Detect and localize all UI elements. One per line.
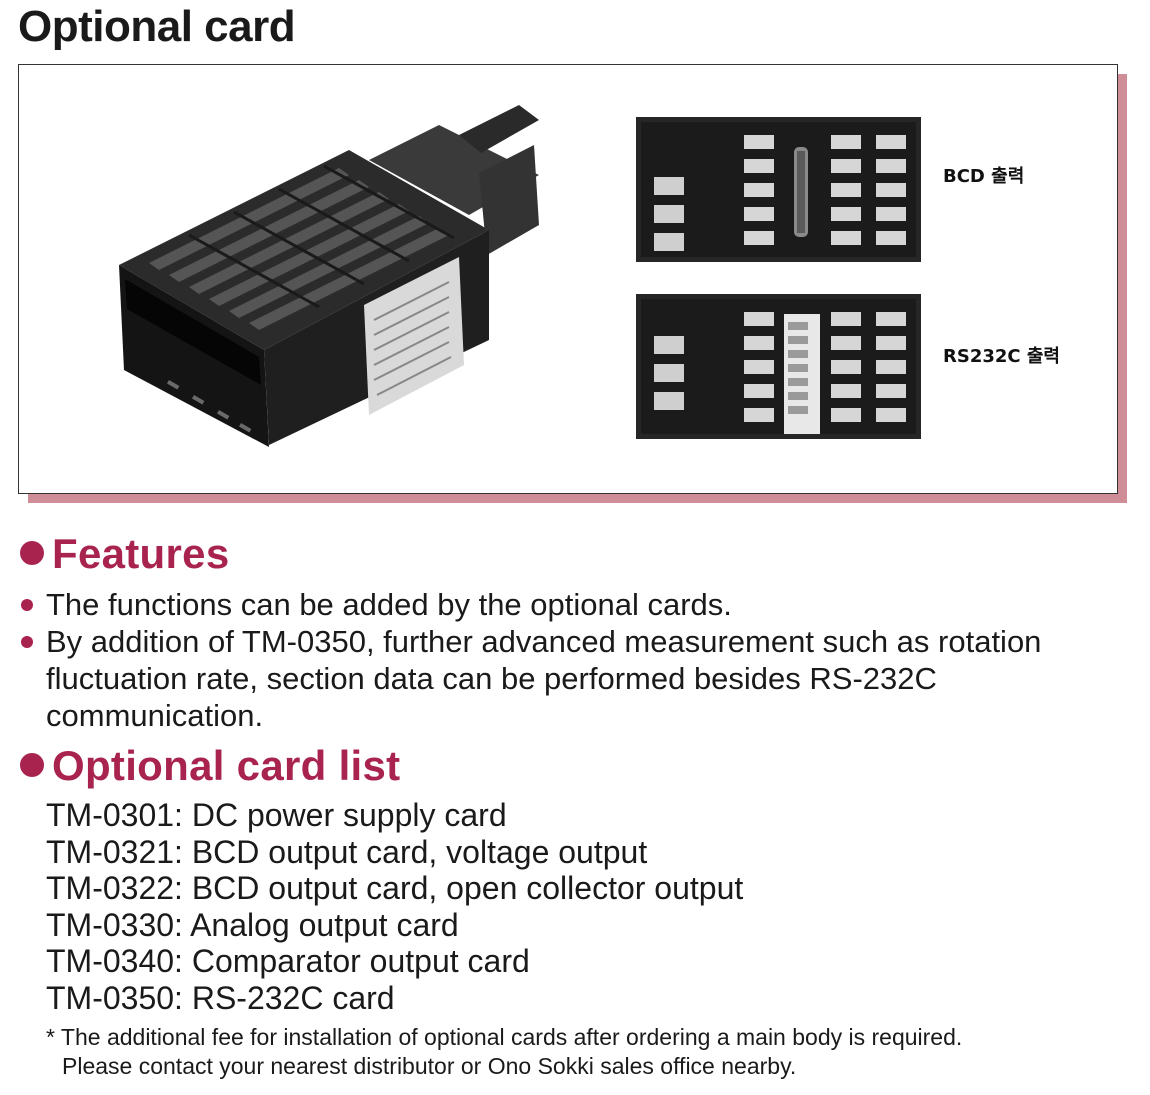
main-unit-image — [119, 105, 539, 447]
features-heading: Features — [20, 533, 229, 575]
footnote: * The additional fee for installation of… — [46, 1023, 962, 1081]
footnote-line: Please contact your nearest distributor … — [62, 1053, 797, 1079]
footnote-line: * The additional fee for installation of… — [46, 1024, 963, 1050]
list-item: TM-0321: BCD output card, voltage output — [46, 833, 648, 870]
bcd-output-label: BCD 출력 — [943, 166, 1025, 187]
page-title: Optional card — [18, 2, 296, 51]
list-item: TM-0330: Analog output card — [46, 906, 459, 943]
list-item: TM-0322: BCD output card, open collector… — [46, 870, 744, 907]
bullet-icon — [21, 636, 33, 648]
bullet-icon — [21, 599, 33, 611]
bcd-card-image — [636, 117, 921, 262]
list-item: TM-0350: RS-232C card — [46, 979, 395, 1016]
rs232c-card-image — [636, 294, 921, 439]
list-item: TM-0340: Comparator output card — [46, 943, 530, 980]
list-item: TM-0301: DC power supply card — [46, 797, 507, 833]
optional-card-list-heading: Optional card list — [20, 745, 400, 787]
rs232c-output-label: RS232C 출력 — [943, 346, 1060, 367]
list-item: By addition of TM-0350, further advanced… — [20, 623, 1120, 734]
heading-bullet-icon — [20, 753, 44, 777]
heading-bullet-icon — [20, 541, 44, 565]
feature-list: The functions can be added by the option… — [20, 586, 1120, 734]
optional-card-list: TM-0301: DC power supply card TM-0321: B… — [46, 797, 743, 1017]
list-item: The functions can be added by the option… — [20, 586, 1120, 623]
product-photo-panel: BCD 출력 RS232C 출력 — [18, 64, 1118, 494]
